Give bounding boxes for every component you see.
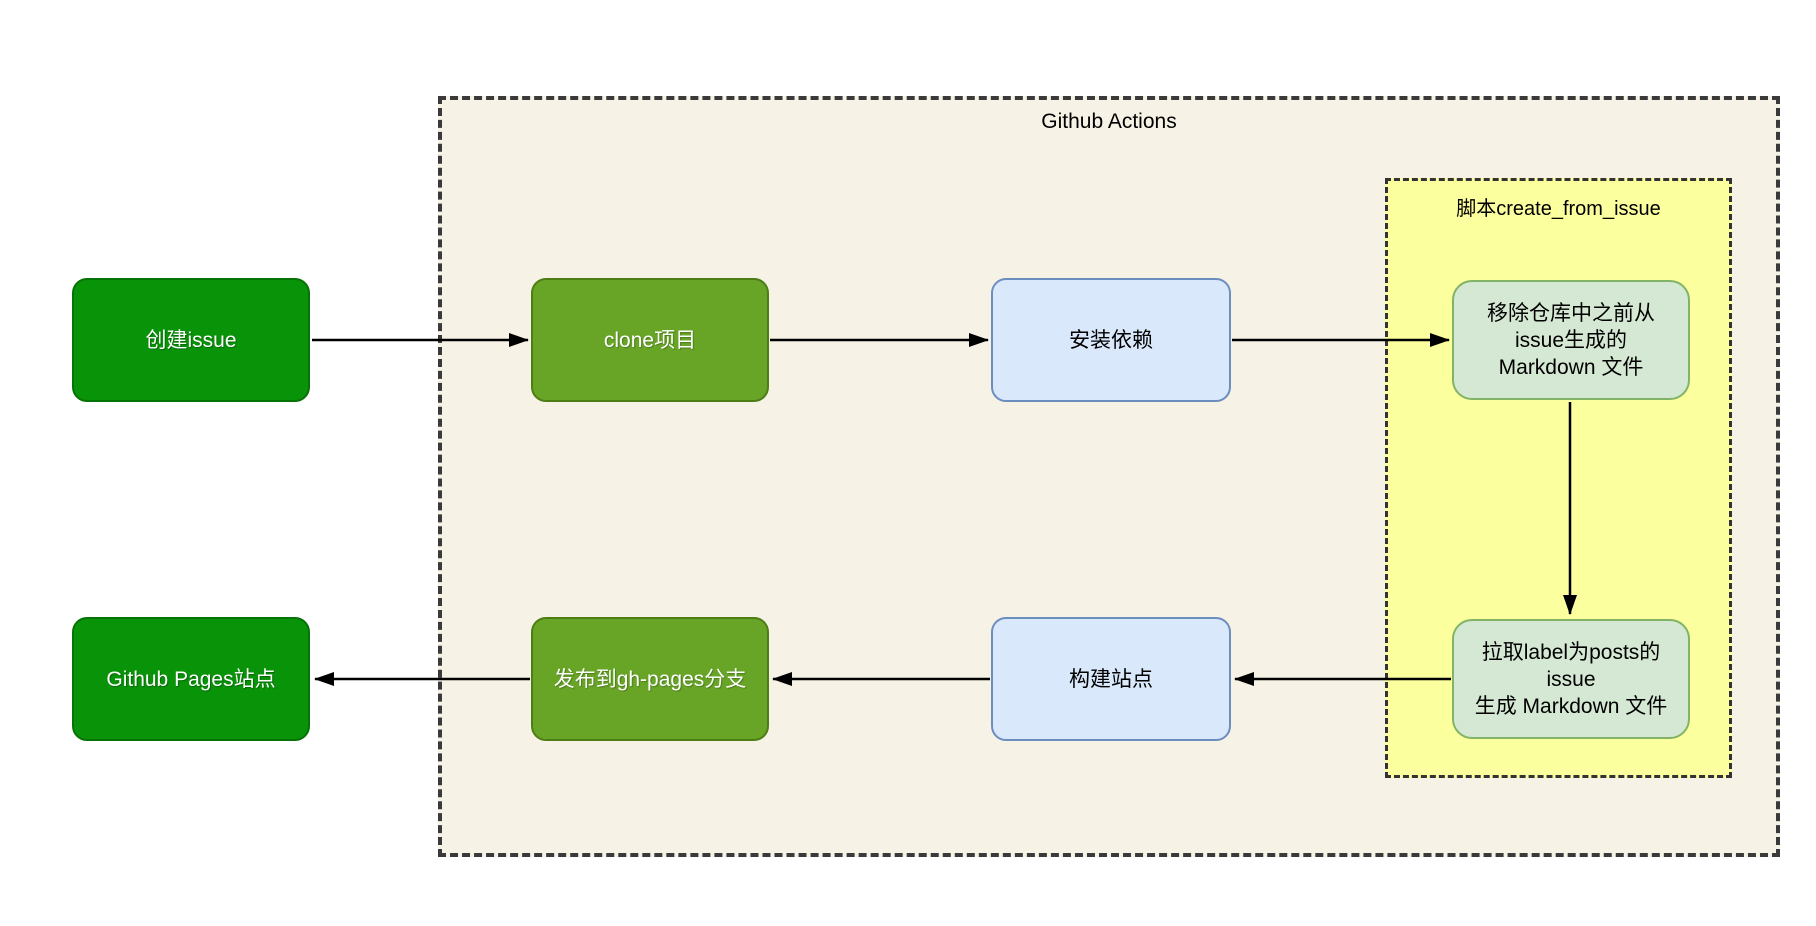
node-clone-project-label: clone项目 [603,328,697,352]
node-fetch-issues-line2: issue [1546,667,1596,691]
node-create-issue: 创建issue [72,278,310,402]
node-fetch-issues-line1: 拉取label为posts的 [1481,640,1661,664]
node-install-deps: 安装依赖 [991,278,1231,402]
node-github-pages-label: Github Pages站点 [106,667,276,691]
node-remove-old-md-line1: 移除仓库中之前从 [1487,301,1655,325]
node-github-pages: Github Pages站点 [72,617,310,741]
node-remove-old-md: 移除仓库中之前从 issue生成的 Markdown 文件 [1452,280,1690,400]
node-remove-old-md-line3: Markdown 文件 [1498,355,1644,379]
node-install-deps-label: 安装依赖 [1069,328,1153,352]
node-remove-old-md-line2: issue生成的 [1514,328,1628,352]
github-actions-group-title: Github Actions [1041,110,1177,133]
node-build-site: 构建站点 [991,617,1231,741]
script-group-title: 脚本create_from_issue [1456,198,1661,220]
node-publish-branch-label: 发布到gh-pages分支 [553,667,747,691]
node-publish-branch: 发布到gh-pages分支 [531,617,769,741]
node-clone-project: clone项目 [531,278,769,402]
node-fetch-issues: 拉取label为posts的 issue 生成 Markdown 文件 [1452,619,1690,739]
node-build-site-label: 构建站点 [1069,667,1153,691]
node-fetch-issues-line3: 生成 Markdown 文件 [1474,694,1668,718]
node-create-issue-label: 创建issue [145,328,237,352]
